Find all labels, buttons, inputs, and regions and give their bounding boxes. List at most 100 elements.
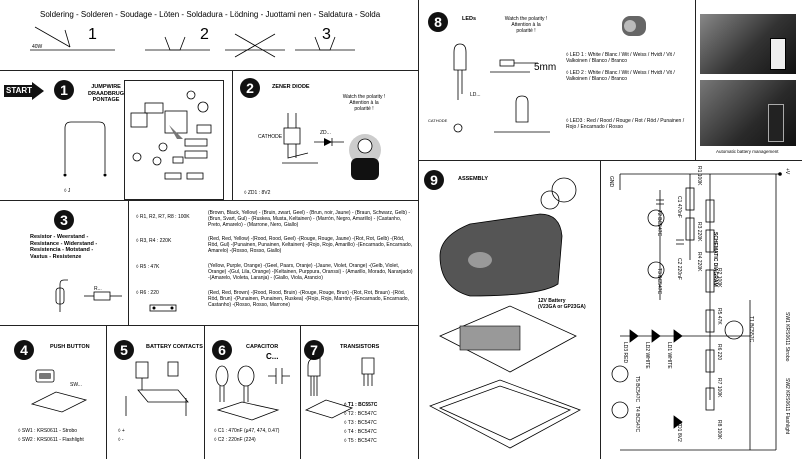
step-6-badge: 6 xyxy=(212,340,232,360)
divider xyxy=(0,325,418,326)
divider xyxy=(204,325,205,459)
transistor-drawing xyxy=(304,357,375,419)
zener-cathode-label: CATHODE xyxy=(258,134,283,140)
pcb-top-view xyxy=(124,80,224,200)
resistor-row-3-colors: (Yellow, Purple, Orange) -(Geel, Paars, … xyxy=(208,263,413,282)
step-7-badge: 7 xyxy=(304,340,324,360)
step-2-part: ◊ ZD1 : 8V2 xyxy=(244,190,271,196)
schematic-vplus: +V xyxy=(784,168,790,175)
schematic-ld2: LD2 WHITE xyxy=(644,342,650,369)
step-6-part-2: ◊ C2 : 220nF (224) xyxy=(214,437,256,443)
step-7-part-1: ◊ T1 : BC557C xyxy=(344,402,378,408)
step-6-title: CAPACITOR xyxy=(246,344,279,350)
schematic-zd1: ZD1 8V2 xyxy=(676,422,682,442)
step-1-badge: 1 xyxy=(54,80,74,100)
step-8-title: LEDs xyxy=(462,16,477,22)
zener-symbol-icon xyxy=(314,138,344,146)
schematic-t2: T2 BC547C xyxy=(656,210,662,237)
schematic-r2: R2 100K xyxy=(716,268,722,288)
step-7-part-3: ◊ T3 : BC547C xyxy=(344,420,377,426)
capacitor-c-label: C... xyxy=(266,352,279,361)
assembly-exploded-view xyxy=(429,177,581,449)
resistor-row-4-parts: ◊ R6 : 220 xyxy=(136,290,159,296)
resistor-drawing xyxy=(55,279,122,312)
divider xyxy=(232,70,233,200)
step-7-part-2: ◊ T2 : BC547C xyxy=(344,411,377,417)
led-drawing xyxy=(453,43,550,133)
iron-wattage: 40W xyxy=(32,44,43,50)
divider xyxy=(0,200,418,201)
step-9-badge: 9 xyxy=(424,170,444,190)
start-arrow: START xyxy=(4,82,44,100)
schematic-c2: C2 220nF xyxy=(676,258,682,280)
step-1-part: ◊ J xyxy=(64,188,71,194)
battery-photo-caption: Automatic battery management xyxy=(716,149,779,154)
schematic-t4: T4 BC547C xyxy=(634,406,640,433)
schematic-r4: R4 220K xyxy=(696,252,702,272)
led-3-desc: ◊ LED3 : Red / Rood / Rouge / Rot / Röd … xyxy=(566,118,685,131)
step-8-polarity: Watch the polarity ! Attention à la pola… xyxy=(504,16,548,35)
step-7-part-4: ◊ T4 : BC547C xyxy=(344,429,377,435)
step-5-badge: 5 xyxy=(114,340,134,360)
schematic-r7: R7 100K xyxy=(716,378,722,398)
step-5-part-2: ◊ - xyxy=(118,437,124,443)
divider xyxy=(300,325,301,459)
start-arrow-icon xyxy=(4,82,44,100)
step-3-badge: 3 xyxy=(54,210,74,230)
battery-level-low-icon xyxy=(768,104,784,142)
battery-level-full-icon xyxy=(770,38,786,70)
step-4-part-2: ◊ SW2 : KRS0611 - Flashlight xyxy=(18,437,84,443)
schematic-t5: T5 BC547C xyxy=(634,376,640,403)
step-4-title: PUSH BUTTON xyxy=(50,344,90,350)
step-6-part-1: ◊ C1 : 470nF (µ47, 474, 0.47) xyxy=(214,428,280,434)
led-1-desc: ◊ LED 1 : White / Blanc / Wit / Weiss / … xyxy=(566,52,675,65)
solder-step-2: 2 xyxy=(200,26,209,43)
step-3-title: Resistor - Weerstand - Resistance - Wide… xyxy=(30,234,98,260)
schematic-c1: C1 470nF xyxy=(676,196,682,218)
resistor-r-label: R... xyxy=(94,286,102,292)
divider xyxy=(695,0,696,160)
schematic-ld3: LD3 RED xyxy=(622,342,628,364)
step-5-title: BATTERY CONTACTS xyxy=(146,344,203,350)
push-button-drawing xyxy=(30,369,88,413)
schematic-r5: R5 47K xyxy=(716,308,722,325)
pcb-drawing xyxy=(130,90,212,180)
jumpwire-drawing xyxy=(63,121,107,177)
start-label: START xyxy=(6,86,33,95)
step-2-polarity: Watch the polarity ! Attention à la pola… xyxy=(342,94,386,113)
push-button-sw-label: SW... xyxy=(70,382,82,388)
mascot-image xyxy=(344,132,386,182)
solder-step-3: 3 xyxy=(322,26,331,43)
resistor-row-3-parts: ◊ R5 : 47K xyxy=(136,264,160,270)
solder-step-1: 1 xyxy=(88,26,97,43)
step-7-title: TRANSISTORS xyxy=(340,344,380,350)
divider xyxy=(600,160,601,459)
step-5-part-1: ◊ + xyxy=(118,428,125,434)
battery-photo-2 xyxy=(700,80,796,146)
schematic-sw1: SW1 KRS0611 Strobo xyxy=(784,312,790,362)
step-8-badge: 8 xyxy=(428,12,448,32)
resistor-row-2-parts: ◊ R3, R4 : 220K xyxy=(136,238,172,244)
resistor-row-2-colors: (Red, Red, Yellow) -(Rood, Rood, Geel) -… xyxy=(208,236,412,255)
soldering-steps-svg xyxy=(30,26,355,58)
battery-label: 12V Battery (V23GA or GP23GA) xyxy=(538,298,586,311)
step-4-part-1: ◊ SW1 : KRS0611 - Strobo xyxy=(18,428,78,434)
schematic-r1: R1 100K xyxy=(696,166,702,186)
led-cathode-label: CATHODE xyxy=(428,118,448,123)
resistor-row-1-colors: (Brown, Black, Yellow) - (Bruin, zwart, … xyxy=(208,210,411,229)
schematic-t3: T3 BC547C xyxy=(656,268,662,295)
divider xyxy=(418,0,419,459)
schematic-diagram xyxy=(611,172,782,451)
schematic-t1: T1 BC557C xyxy=(748,316,754,343)
mascot-icon xyxy=(349,134,381,180)
battery-photo-1 xyxy=(700,14,796,74)
led-photo-icon xyxy=(622,16,646,36)
divider xyxy=(418,160,802,161)
step-2-badge: 2 xyxy=(240,78,260,98)
led-ld-label: LD... xyxy=(470,92,481,98)
capacitor-drawing xyxy=(215,365,290,421)
divider xyxy=(128,200,129,325)
zener-drawing xyxy=(282,113,318,164)
divider xyxy=(106,325,107,459)
schematic-ld1: LD1 WHITE xyxy=(666,342,672,369)
